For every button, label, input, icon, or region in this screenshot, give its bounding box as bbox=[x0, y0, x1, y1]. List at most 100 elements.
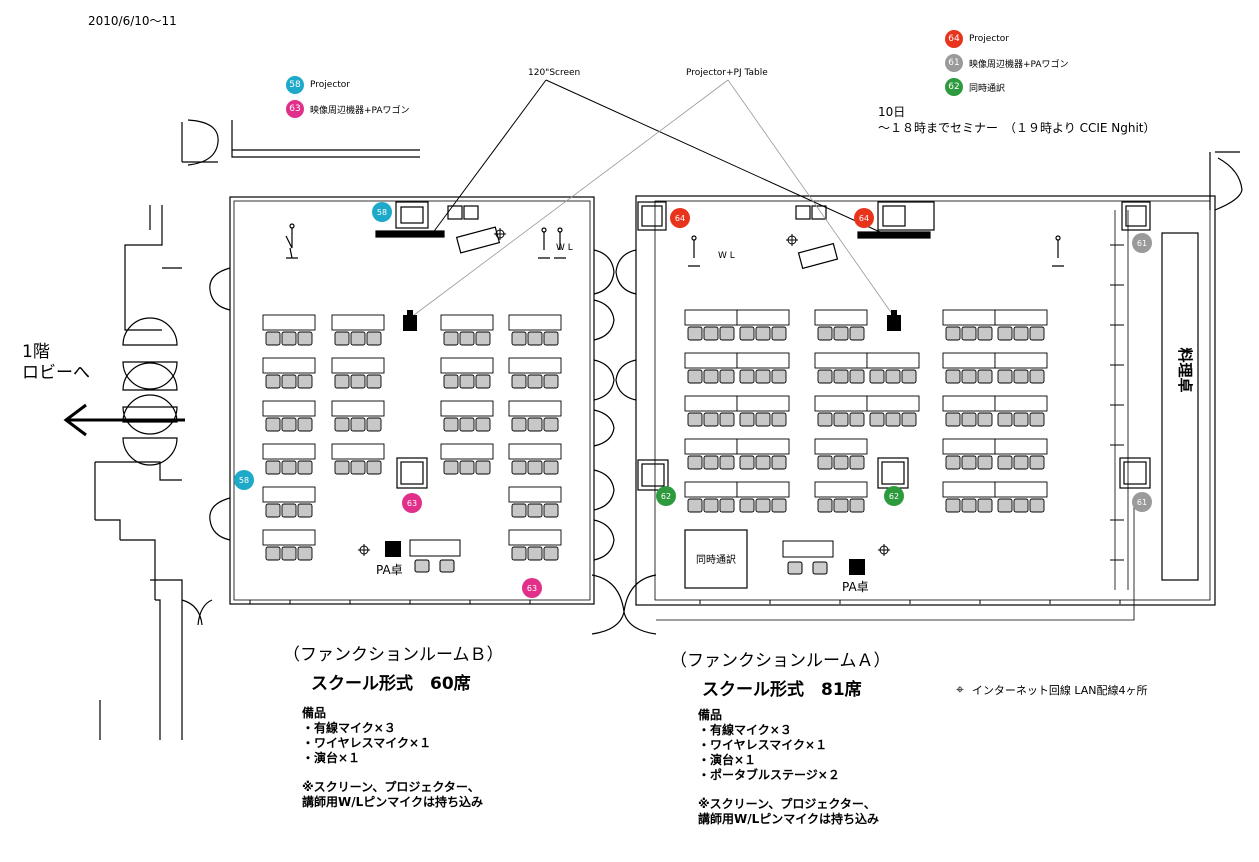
room-b-projector-box bbox=[395, 201, 429, 229]
room-b-door-left bbox=[209, 267, 231, 541]
pj-leader-a bbox=[727, 79, 896, 319]
desk-room-a bbox=[684, 309, 738, 341]
desk-room-a bbox=[814, 309, 868, 341]
screen-leader-b bbox=[431, 79, 547, 235]
desk-room-a bbox=[736, 309, 790, 341]
desk-room-a bbox=[814, 395, 868, 427]
desk-room-a bbox=[994, 309, 1048, 341]
room-b-wall-outer bbox=[229, 196, 595, 605]
badge-63-mid: 63 bbox=[402, 493, 422, 513]
svg-text:63: 63 bbox=[527, 584, 537, 593]
svg-text:64: 64 bbox=[675, 214, 685, 223]
desk-room-a bbox=[684, 352, 738, 384]
desk-room-a bbox=[942, 481, 996, 513]
room-a-wall-inner bbox=[654, 200, 1211, 601]
room-b-equip-title: 備品 bbox=[302, 706, 327, 720]
desk-room-a bbox=[942, 309, 996, 341]
desk-room-b bbox=[262, 529, 316, 561]
badge-58-top: 58 bbox=[372, 202, 392, 222]
desk-room-b bbox=[331, 357, 385, 389]
svg-text:63: 63 bbox=[407, 499, 417, 508]
desk-room-b bbox=[440, 357, 494, 389]
room-b-note: 講師用W/Lピンマイクは持ち込み bbox=[302, 795, 484, 809]
screen-note: 120"Screen bbox=[528, 68, 581, 78]
desk-room-a bbox=[736, 395, 790, 427]
upper-door bbox=[187, 119, 219, 166]
room-b-equip-item: ・有線マイク×３ bbox=[302, 721, 396, 735]
desk-room-b bbox=[331, 443, 385, 475]
room-a-equip-item: ・有線マイク×３ bbox=[698, 723, 792, 737]
badge-64-right: 64 bbox=[854, 208, 874, 228]
room-b-note: ※スクリーン、プロジェクター、 bbox=[302, 780, 480, 794]
desk-room-b bbox=[508, 486, 562, 518]
desk-room-b bbox=[508, 529, 562, 561]
desk-room-b bbox=[508, 357, 562, 389]
room-a-note: 講師用W/Lピンマイクは持ち込み bbox=[698, 812, 880, 826]
room-b-title: （ファンクションルームＢ） bbox=[283, 645, 504, 665]
legend-label: 映像周辺機器+PAワゴン bbox=[310, 105, 410, 116]
legend-item: 64 Projector bbox=[945, 27, 1069, 51]
legend-label: 同時通訳 bbox=[969, 83, 1006, 94]
desk-room-a bbox=[684, 438, 738, 470]
room-a-podium bbox=[797, 242, 839, 270]
desk-room-a bbox=[942, 352, 996, 384]
room-b-podium bbox=[455, 226, 501, 254]
desk-room-b bbox=[440, 314, 494, 346]
room-a-pa-label: PA卓 bbox=[842, 580, 869, 594]
desk-room-a bbox=[814, 481, 868, 513]
desk-room-a bbox=[994, 438, 1048, 470]
lobby-door bbox=[122, 317, 178, 466]
room-a-title: （ファンクションルームＡ） bbox=[670, 651, 891, 671]
badge-64-left: 64 bbox=[670, 208, 690, 228]
svg-text:58: 58 bbox=[239, 476, 249, 485]
badge-58-side: 58 bbox=[234, 470, 254, 490]
legend-label: Projector bbox=[969, 34, 1009, 44]
svg-text:61: 61 bbox=[1137, 498, 1147, 507]
schedule-note: 10日 ～１８時までセミナー （１９時より CCIE Nghit） bbox=[878, 104, 1156, 136]
room-b-equip-item: ・演台×１ bbox=[302, 751, 361, 765]
crosshair-icon: ⌖ bbox=[956, 682, 964, 698]
room-a-screen bbox=[857, 231, 931, 239]
internet-label: インターネット回線 LAN配線4ヶ所 bbox=[971, 684, 1148, 697]
kitchen-table bbox=[1161, 232, 1199, 581]
desk-room-a bbox=[994, 481, 1048, 513]
desk-room-a bbox=[814, 352, 868, 384]
room-a-pa-desk bbox=[849, 559, 865, 575]
room-a-wl-label: W L bbox=[718, 251, 735, 261]
legend-item: 62 同時通訳 bbox=[945, 75, 1069, 99]
room-b-wall-inner bbox=[233, 200, 591, 601]
desk-room-b bbox=[508, 314, 562, 346]
room-b-equip-item: ・ワイヤレスマイク×１ bbox=[302, 736, 432, 750]
room-b-pa-desk bbox=[385, 541, 401, 557]
svg-text:62: 62 bbox=[889, 492, 899, 501]
desk-room-a bbox=[942, 395, 996, 427]
lobby-direction: ロビーへ bbox=[22, 363, 90, 383]
legend-dot: 58 bbox=[286, 76, 304, 94]
svg-text:62: 62 bbox=[661, 492, 671, 501]
legend-item: 58 Projector bbox=[286, 73, 410, 97]
desk-room-b bbox=[262, 357, 316, 389]
room-a-equip-item: ・ポータブルステージ×２ bbox=[698, 768, 840, 782]
desk-room-a bbox=[942, 438, 996, 470]
pj-table-note: Projector+PJ Table bbox=[686, 68, 768, 78]
desk-room-b bbox=[440, 443, 494, 475]
interp-booth bbox=[684, 529, 748, 589]
room-a-equip-item: ・演台×１ bbox=[698, 753, 757, 767]
desk-room-a bbox=[814, 438, 868, 470]
room-a-note: ※スクリーン、プロジェクター、 bbox=[698, 797, 876, 811]
room-a-wall-outer bbox=[635, 195, 1216, 606]
bottom-doors bbox=[181, 574, 657, 635]
legend-dot: 62 bbox=[945, 78, 963, 96]
desk-room-b bbox=[508, 400, 562, 432]
lobby-floor: 1階 bbox=[22, 342, 50, 362]
desk-room-b bbox=[262, 443, 316, 475]
legend-dot: 61 bbox=[945, 54, 963, 72]
svg-text:58: 58 bbox=[377, 208, 387, 217]
svg-text:64: 64 bbox=[859, 214, 869, 223]
room-connector-doors bbox=[593, 249, 637, 561]
badge-61-bottom: 61 bbox=[1132, 492, 1152, 512]
legend-label: Projector bbox=[310, 80, 350, 90]
desk-room-a bbox=[684, 395, 738, 427]
desk-room-a bbox=[736, 438, 790, 470]
desk-room-a bbox=[994, 395, 1048, 427]
